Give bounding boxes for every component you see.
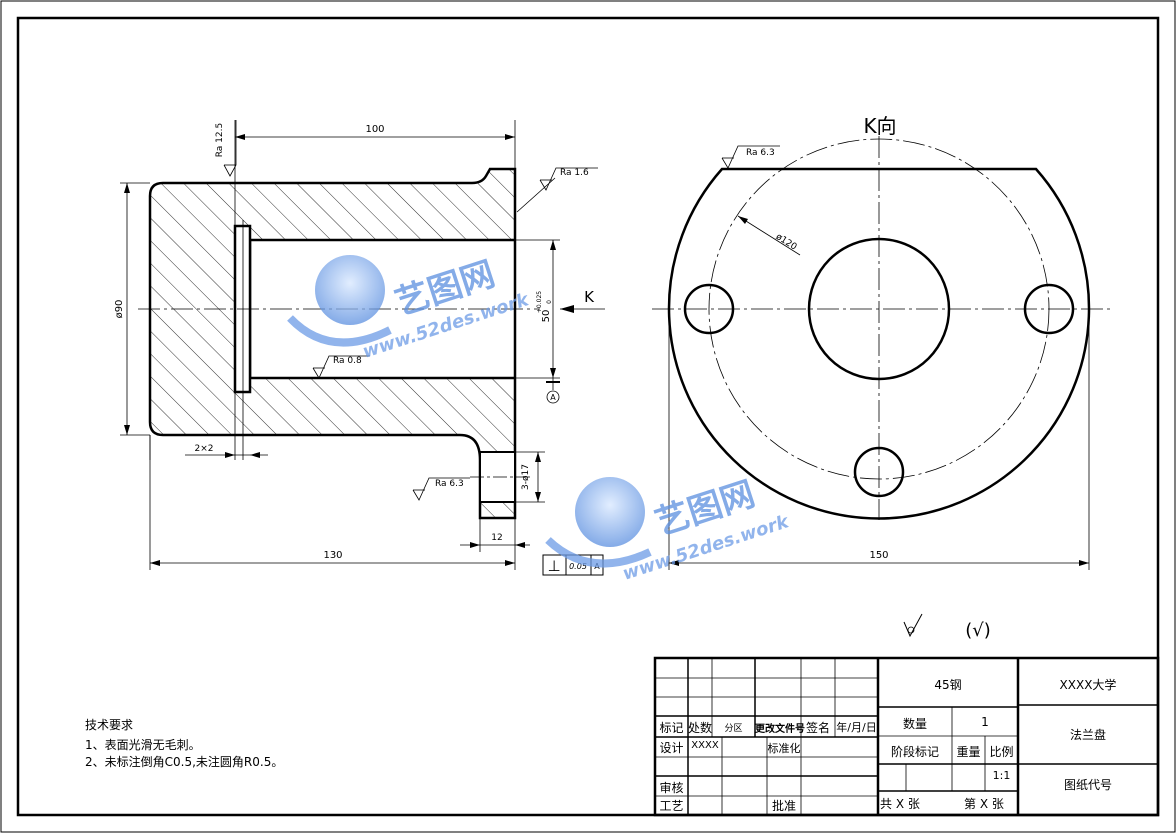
roughness-flange: Ra 6.3 [412,477,470,501]
stage-label: 阶段标记 [890,745,939,759]
designer-name: XXXX [691,740,719,751]
dim-d90-label: ø90 [114,300,125,319]
dim-hole-label: 3-ø17 [521,464,531,490]
roughness-right: Ra 1.6 [516,167,598,213]
tech-requirement-1: 1、表面光滑无毛刺。 [85,738,201,752]
svg-text:Ra 6.3: Ra 6.3 [435,479,464,489]
count-label: 处数 [688,721,713,735]
quantity-label: 数量 [902,717,927,731]
change-doc-label: 更改文件号 [755,724,805,735]
signature-label: 签名 [805,721,830,735]
surface-finish-note: (√) [965,620,991,641]
roughness-left: Ra 12.5 [215,120,237,177]
gdt-symbol: ⊥ [547,557,560,575]
date-label: 年/月/日 [836,721,877,734]
side-view-title: K向 [863,114,896,138]
side-roughness-label: Ra 6.3 [746,148,775,158]
watermark-1: 艺图网 www.52des.work [287,254,532,363]
quantity-value: 1 [981,715,989,729]
dim-bore-tol-lower: 0 [546,300,553,304]
dim-flange-label: 12 [491,533,502,543]
mark-label: 标记 [659,721,684,735]
dim-100-label: 100 [365,124,384,135]
dim-pcd-line [737,215,801,256]
watermark-globe-icon [575,477,645,547]
scale-value: 1:1 [992,769,1011,782]
review-label: 审核 [659,781,684,795]
watermark-globe-icon [315,255,385,325]
front-section-view: 100 130 ø90 50 +0.025 0 A K [114,120,605,576]
flange-outline [667,167,1091,520]
standardize-label: 标准化 [767,742,801,755]
svg-text:Ra 0.8: Ra 0.8 [333,356,362,366]
dim-pcd-label: ø120 [774,232,799,253]
svg-text:Ra 12.5: Ra 12.5 [215,123,225,157]
dim-bore-tol-upper: +0.025 [536,291,543,313]
tech-requirements-title: 技术要求 [85,718,134,732]
datum-a-label: A [550,393,556,402]
gdt-tolerance: 0.05 [569,562,587,571]
school-cell: XXXX大学 [1059,678,1117,692]
dim-150-label: 150 [869,550,888,561]
dim-chamfer-label: 2×2 [195,444,214,454]
process-label: 工艺 [659,799,684,813]
lower-section-hatch [150,378,515,460]
k-view-arrow [560,305,574,313]
datum-a-circle [546,390,560,404]
drawing-code-label: 图纸代号 [1063,778,1112,792]
dim-130-label: 130 [323,550,342,561]
weight-label: 重量 [956,745,981,759]
title-block-grid [653,656,1160,817]
k-view-label: K [584,288,595,306]
zone-label: 分区 [724,724,743,734]
total-sheets: 共 X 张 [880,797,920,811]
outer-contour [148,167,517,520]
scale-label: 比例 [989,745,1014,759]
general-surface-finish: (√) [903,613,991,641]
sheet-number: 第 X 张 [964,797,1004,811]
upper-section-hatch [150,169,515,240]
material-cell: 45钢 [934,678,962,692]
svg-text:Ra 1.6: Ra 1.6 [560,168,589,178]
approve-label: 批准 [771,799,796,813]
part-name-cell: 法兰盘 [1069,728,1106,742]
roughness-bore: Ra 0.8 [312,355,370,379]
design-label: 设计 [659,741,684,755]
dim-bore-label: 50 [541,310,552,323]
tech-requirement-2: 2、未标注倒角C0.5,未注圆角R0.5。 [85,755,284,769]
inner-border [16,16,1160,817]
